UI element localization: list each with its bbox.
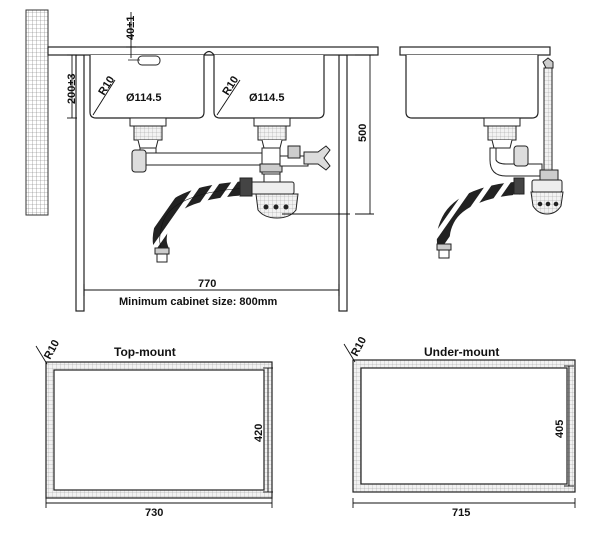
dim-500-label: 500 — [357, 124, 369, 142]
hose-end-fitting — [154, 247, 170, 263]
topmount-dim-width — [45, 498, 273, 508]
wall-tiles — [25, 9, 49, 216]
undermount-outline — [352, 359, 576, 493]
undermount-title: Under-mount — [424, 345, 499, 359]
undermount-height-label: 405 — [554, 420, 566, 438]
side-bottle-trap — [530, 191, 564, 215]
side-pipes — [489, 145, 563, 193]
dim-770-label: 770 — [198, 278, 216, 290]
radius-right-leader — [216, 79, 241, 116]
undermount-radius-label: R10 — [349, 335, 369, 358]
dim-500-line — [282, 54, 374, 215]
cabinet-outline — [47, 46, 379, 312]
undermount-dim-width — [352, 498, 576, 508]
drain-left-label: Ø114.5 — [126, 92, 161, 104]
topmount-radius-label: R10 — [42, 338, 62, 361]
drain-hose — [152, 181, 251, 253]
topmount-outline — [45, 361, 273, 499]
undermount-radius-leader — [343, 343, 356, 363]
side-hose-collar — [513, 177, 525, 195]
radius-left-leader — [92, 79, 116, 116]
strainer-left — [129, 117, 167, 149]
dim-770-line — [83, 284, 340, 296]
side-strainer — [483, 117, 521, 149]
topmount-dim-height — [263, 367, 273, 493]
side-view-sink — [399, 46, 551, 119]
dim-40-label: 40±1 — [125, 16, 137, 40]
dim-200-line — [67, 54, 77, 119]
bottle-trap — [255, 193, 299, 219]
topmount-title: Top-mount — [114, 345, 176, 359]
topmount-radius-leader — [35, 345, 48, 365]
overflow-slot — [128, 55, 161, 66]
sink-bowls — [89, 50, 325, 119]
strainer-right — [253, 117, 291, 149]
topmount-width-label: 730 — [145, 507, 163, 519]
dim-200-label: 200±3 — [66, 73, 78, 104]
side-overflow-tube — [542, 57, 554, 179]
drain-right-label: Ø114.5 — [249, 92, 284, 104]
topmount-height-label: 420 — [253, 424, 265, 442]
min-cabinet-note: Minimum cabinet size: 800mm — [119, 296, 278, 308]
undermount-dim-height — [564, 365, 574, 487]
dim-40-line — [126, 12, 136, 58]
waste-pipes — [131, 145, 331, 195]
hose-collar — [239, 177, 253, 197]
side-hose-end — [436, 243, 452, 259]
side-drain-hose — [436, 181, 521, 248]
undermount-width-label: 715 — [452, 507, 470, 519]
